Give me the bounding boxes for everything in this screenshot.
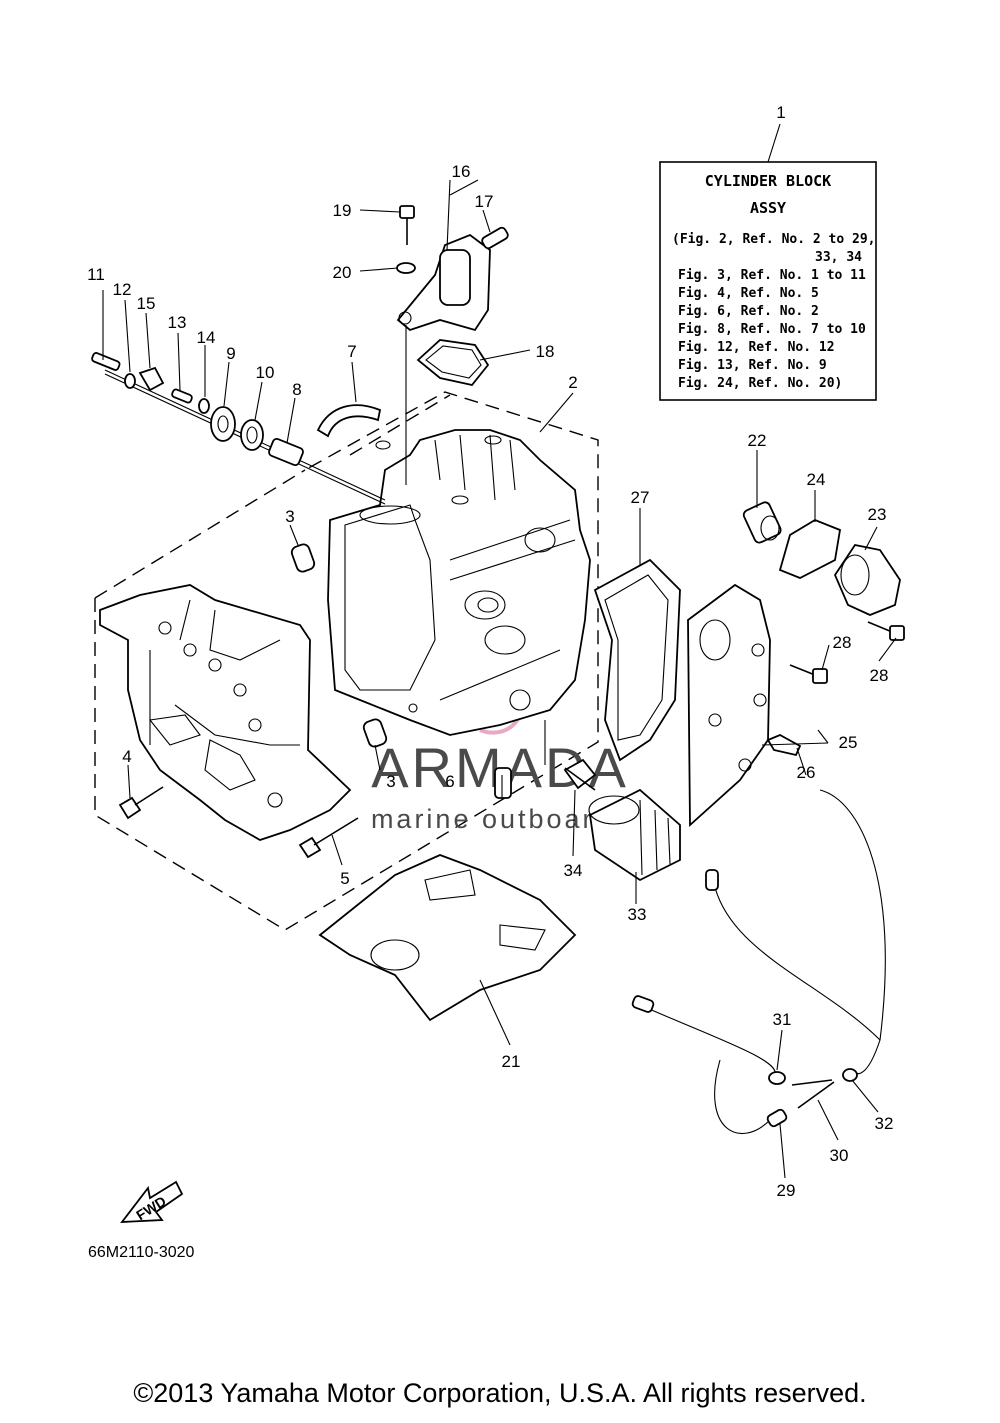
callout-label: 1 <box>776 103 785 122</box>
callout-label: 2 <box>568 373 577 392</box>
box-line: Fig. 4, Ref. No. 5 <box>678 286 819 301</box>
hose <box>639 1004 776 1135</box>
watermark-tagline: marine outboards <box>371 804 629 834</box>
callout-label: 5 <box>340 869 349 888</box>
box-line: Fig. 12, Ref. No. 12 <box>678 340 835 355</box>
callout-label: 18 <box>536 342 555 361</box>
box-line: (Fig. 2, Ref. No. 2 to 29, <box>672 232 876 247</box>
callout-label: 33 <box>628 905 647 924</box>
callout-label: 11 <box>87 265 105 284</box>
callout-label: 30 <box>830 1146 849 1165</box>
anode <box>268 437 304 467</box>
callout-label: 26 <box>797 763 816 782</box>
dowel-pin <box>290 543 316 573</box>
screw <box>91 352 121 371</box>
screw <box>171 388 193 404</box>
oil-filter <box>588 788 681 882</box>
assembly-boundary-dashed <box>94 391 599 931</box>
bolt <box>867 621 905 641</box>
gasket <box>778 518 842 579</box>
crankcase <box>99 584 352 841</box>
grommet <box>240 419 264 451</box>
hose-end <box>631 995 655 1013</box>
hose-end <box>705 869 719 891</box>
clamp <box>138 366 165 392</box>
box-title-line2: ASSY <box>750 199 786 217</box>
assembly-reference-box: CYLINDER BLOCK ASSY (Fig. 2, Ref. No. 2 … <box>659 123 877 401</box>
grommet <box>842 1068 858 1082</box>
bolt <box>298 817 359 859</box>
fwd-arrow-icon: FWD <box>120 1180 184 1223</box>
gasket <box>593 558 681 762</box>
callout-label: 31 <box>773 1010 792 1029</box>
callout-label: 10 <box>256 363 275 382</box>
callout-label: 8 <box>292 380 301 399</box>
hose <box>711 871 881 1041</box>
box-title-line1: CYLINDER BLOCK <box>705 172 831 190</box>
hose-end <box>766 1108 788 1128</box>
leader-lines <box>102 179 897 1179</box>
callout-label: 19 <box>333 201 352 220</box>
bolt <box>118 786 164 820</box>
callout-label: 27 <box>631 488 650 507</box>
washer <box>124 373 136 389</box>
callout-label: 24 <box>807 470 826 489</box>
callout-label: 17 <box>475 192 494 211</box>
box-line: Fig. 8, Ref. No. 7 to 10 <box>678 322 866 337</box>
hose <box>316 404 382 438</box>
callout-label: 12 <box>113 280 132 299</box>
callout-label: 16 <box>452 162 471 181</box>
callout-label: 25 <box>839 733 858 752</box>
callout-label: 13 <box>168 313 187 332</box>
gasket <box>416 339 490 386</box>
box-line: Fig. 13, Ref. No. 9 <box>678 358 827 373</box>
callout-label: 9 <box>226 344 235 363</box>
dowel-pin <box>362 718 388 748</box>
callout-label: 32 <box>875 1114 894 1133</box>
thermostat-cover <box>396 233 491 332</box>
box-line: 33, 34 <box>815 250 862 265</box>
washer <box>396 262 416 274</box>
callout-label: 29 <box>777 1181 796 1200</box>
copyright-notice: ©2013 Yamaha Motor Corporation, U.S.A. A… <box>133 1378 867 1408</box>
callout-label: 34 <box>564 861 583 880</box>
callout-label: 23 <box>868 505 887 524</box>
grommet <box>768 1071 786 1085</box>
box-line: Fig. 6, Ref. No. 2 <box>678 304 819 319</box>
callout-label: 28 <box>833 633 852 652</box>
hose-nipple <box>481 226 509 250</box>
hose <box>819 789 886 1075</box>
callout-label: 14 <box>197 328 216 347</box>
callout-labels: 1 2 3 3 4 5 6 7 8 9 10 11 12 13 14 15 16… <box>87 103 893 1200</box>
callout-label: 3 <box>285 507 294 526</box>
hollow-pin <box>494 767 512 799</box>
cover <box>210 406 236 442</box>
callout-label: 20 <box>333 263 352 282</box>
callout-label: 4 <box>122 747 131 766</box>
callout-label: 3 <box>386 772 395 791</box>
cylinder-block <box>327 429 591 736</box>
pressure-valve <box>742 501 782 544</box>
callout-label: 28 <box>870 666 889 685</box>
base-gasket <box>318 854 577 1022</box>
exhaust-cover <box>687 583 771 828</box>
bolt <box>399 205 415 245</box>
callout-label: 21 <box>502 1052 521 1071</box>
joint-pipe <box>791 1079 835 1109</box>
box-line: Fig. 3, Ref. No. 1 to 11 <box>678 268 866 283</box>
callout-label: 7 <box>347 342 356 361</box>
drawing-number: 66M2110-3020 <box>88 1244 195 1261</box>
box-line: Fig. 24, Ref. No. 20) <box>678 376 842 391</box>
callout-label: 15 <box>137 294 156 313</box>
callout-label: 6 <box>445 772 454 791</box>
washer <box>198 398 210 414</box>
valve-housing <box>833 543 901 616</box>
union-bolt <box>563 758 597 790</box>
callout-label: 22 <box>748 431 767 450</box>
bolt <box>789 664 828 684</box>
